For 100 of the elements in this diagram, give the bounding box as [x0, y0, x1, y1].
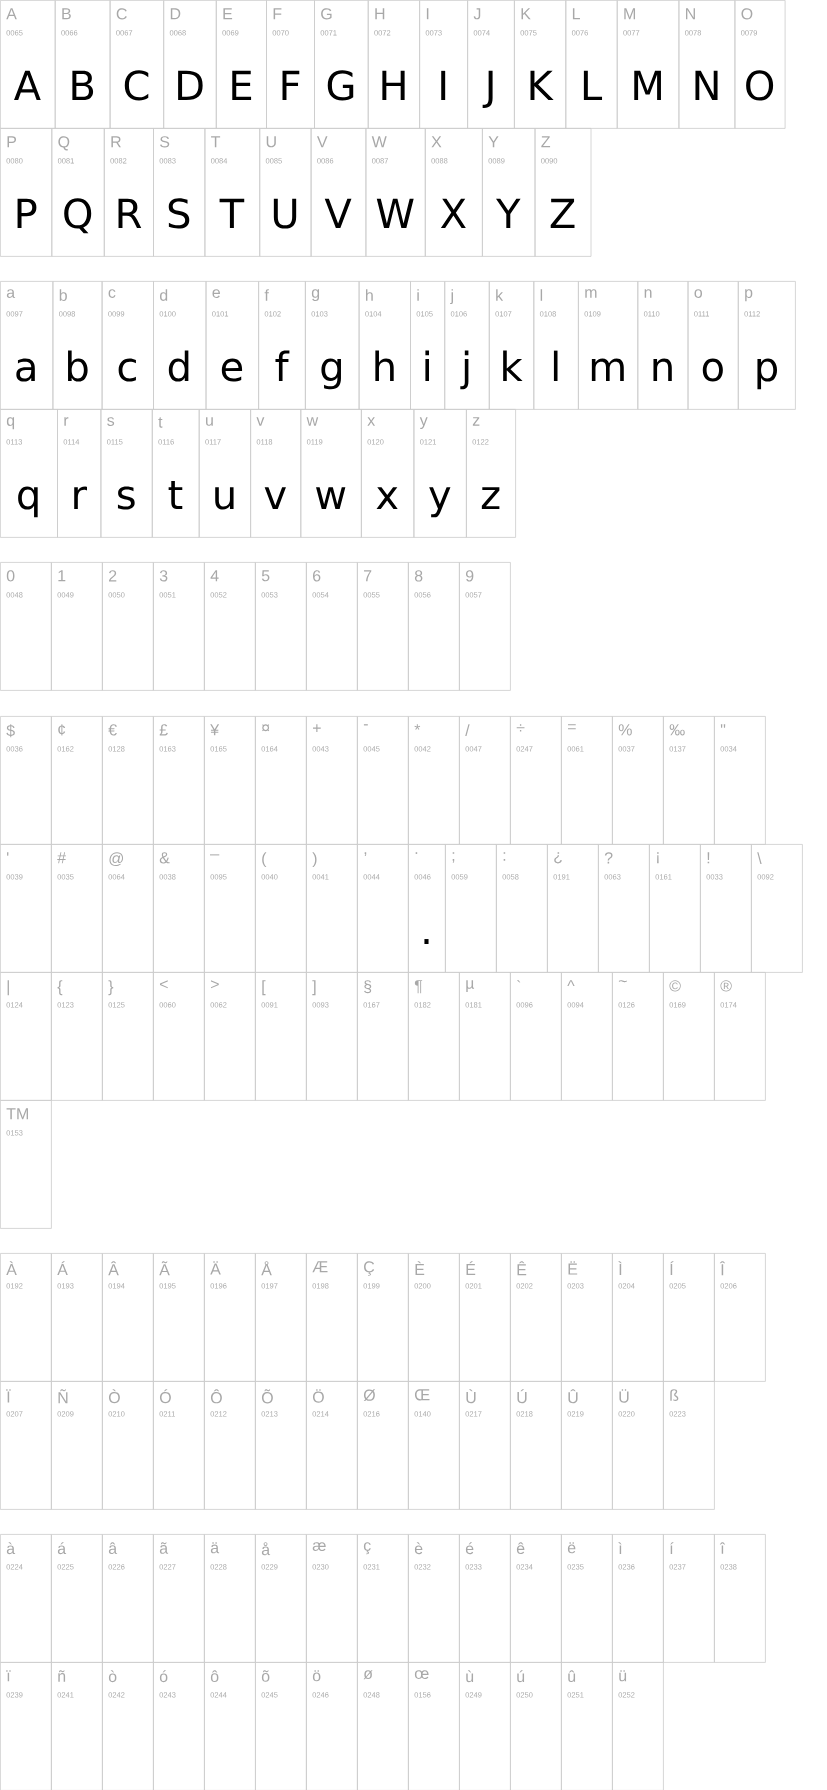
character-label: E: [223, 8, 233, 20]
character-label: 9: [465, 570, 474, 582]
character-label: ê: [516, 1542, 525, 1554]
character-cell: [482, 128, 536, 257]
character-cell: [310, 128, 367, 257]
character-cell: [467, 0, 515, 129]
character-cell: [204, 1253, 256, 1382]
glyph-sample: F: [282, 70, 300, 100]
character-label: ®: [720, 980, 732, 992]
character-label: |: [7, 980, 9, 996]
character-label: F: [273, 8, 282, 20]
character-cell: [153, 716, 205, 845]
character-label: ,: [364, 852, 367, 856]
character-label: ß: [670, 1389, 679, 1401]
glyph-sample: o: [702, 358, 723, 382]
character-label: _: [209, 854, 220, 856]
character-cell: [663, 1253, 715, 1382]
character-cell: [51, 716, 103, 845]
character-label: 0: [6, 570, 15, 582]
glyph-sample: B: [72, 70, 94, 100]
character-label: Ù: [466, 1389, 476, 1404]
character-label: Â: [108, 1261, 119, 1276]
character-cell: [153, 1381, 205, 1510]
character-label: Ï: [6, 1389, 11, 1403]
character-label: 2: [109, 570, 117, 582]
character-cell: [561, 716, 613, 845]
character-cell: [357, 1534, 409, 1663]
glyph-sample: J: [482, 70, 493, 108]
character-label: ú: [517, 1670, 525, 1683]
character-label: Ã: [159, 1261, 170, 1276]
character-label: w: [306, 417, 319, 426]
glyph-sample: f: [275, 350, 290, 381]
character-cell: [300, 409, 362, 538]
character-label: *: [414, 724, 421, 730]
character-label: G: [321, 8, 332, 20]
character-label: m: [585, 289, 597, 298]
glyph-sample: G: [327, 70, 354, 101]
glyph-sample: x: [376, 487, 398, 509]
character-label: p: [745, 289, 753, 302]
character-cell: [102, 972, 154, 1101]
character-cell: [612, 1662, 664, 1790]
character-cell: [408, 972, 460, 1101]
character-label: û: [568, 1670, 576, 1683]
character-cell: [637, 281, 689, 410]
character-cell: [649, 844, 701, 973]
character-cell: [357, 562, 409, 691]
character-cell: [153, 562, 205, 691]
character-label: ç: [363, 1542, 371, 1555]
character-label: l: [540, 289, 543, 301]
character-cell: [153, 972, 205, 1101]
character-label: Ø: [363, 1389, 376, 1402]
character-cell: [534, 128, 592, 257]
character-label: Û: [568, 1389, 578, 1404]
glyph-sample: e: [221, 358, 243, 382]
character-label: 7: [364, 570, 372, 582]
character-cell: [255, 716, 307, 845]
character-label: O: [741, 8, 753, 20]
character-label: S: [160, 136, 170, 148]
character-label: 3: [159, 570, 168, 582]
character-label: ¤: [262, 724, 270, 732]
character-label: Ç: [364, 1261, 375, 1276]
character-label: É: [466, 1261, 476, 1276]
character-label: 8: [414, 570, 423, 582]
character-label: 4: [210, 570, 219, 582]
character-cell: [445, 844, 497, 973]
character-cell: [408, 716, 460, 845]
glyph-sample: L: [583, 70, 603, 100]
character-label: Ö: [312, 1389, 324, 1403]
character-cell: [459, 1534, 511, 1663]
character-cell: [561, 972, 613, 1101]
character-cell: [204, 844, 256, 973]
character-cell: [612, 1534, 664, 1663]
glyph-sample: z: [481, 487, 500, 509]
character-label: TM: [6, 1108, 28, 1120]
character-label: ': [7, 852, 9, 856]
character-cell: [153, 844, 205, 973]
glyph-sample: Q: [64, 198, 92, 234]
character-label: /: [465, 724, 470, 736]
glyph-sample: g: [321, 358, 341, 390]
character-label: 6: [313, 570, 321, 582]
glyph-sample: D: [178, 70, 203, 100]
character-cell: [714, 972, 766, 1101]
character-cell: [51, 844, 103, 973]
character-cell: [612, 972, 664, 1101]
character-label: #: [57, 852, 66, 864]
character-cell: [204, 1534, 256, 1663]
character-label: ¿: [554, 852, 562, 864]
glyph-sample: c: [118, 358, 136, 382]
character-label: ;: [452, 852, 455, 863]
character-cell: [612, 716, 664, 845]
character-label: Ó: [159, 1389, 171, 1404]
character-label: v: [256, 417, 265, 426]
character-cell: [612, 1381, 664, 1510]
character-label: Y: [488, 136, 499, 148]
character-label: >: [211, 980, 219, 989]
character-cell: [459, 716, 511, 845]
character-label: ë: [567, 1542, 576, 1554]
character-cell: [51, 972, 103, 1101]
glyph-sample: q: [18, 486, 38, 518]
glyph-sample: E: [232, 70, 252, 100]
